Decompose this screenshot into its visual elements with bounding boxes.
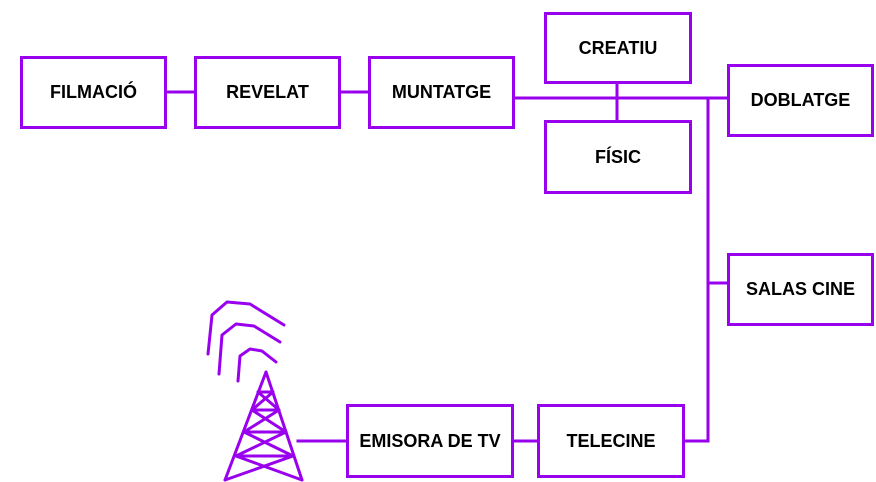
box-fisic: FÍSIC — [544, 120, 692, 194]
tower-right-leg — [264, 370, 304, 482]
broadcast-tower-icon — [206, 300, 304, 482]
box-filmacio: FILMACIÓ — [20, 56, 167, 129]
box-revelat: REVELAT — [194, 56, 341, 129]
signal-wave-inner — [236, 347, 278, 383]
box-telecine: TELECINE — [537, 404, 685, 478]
signal-wave-middle — [217, 322, 282, 376]
box-doblatge: DOBLATGE — [727, 64, 874, 137]
box-salas-cine: SALAS CINE — [727, 253, 874, 326]
signal-wave-outer — [206, 300, 286, 356]
tower-left-leg — [223, 370, 268, 482]
box-creatiu: CREATIU — [544, 12, 692, 84]
box-muntatge: MUNTATGE — [368, 56, 515, 129]
box-emisora-tv: EMISORA DE TV — [346, 404, 514, 478]
